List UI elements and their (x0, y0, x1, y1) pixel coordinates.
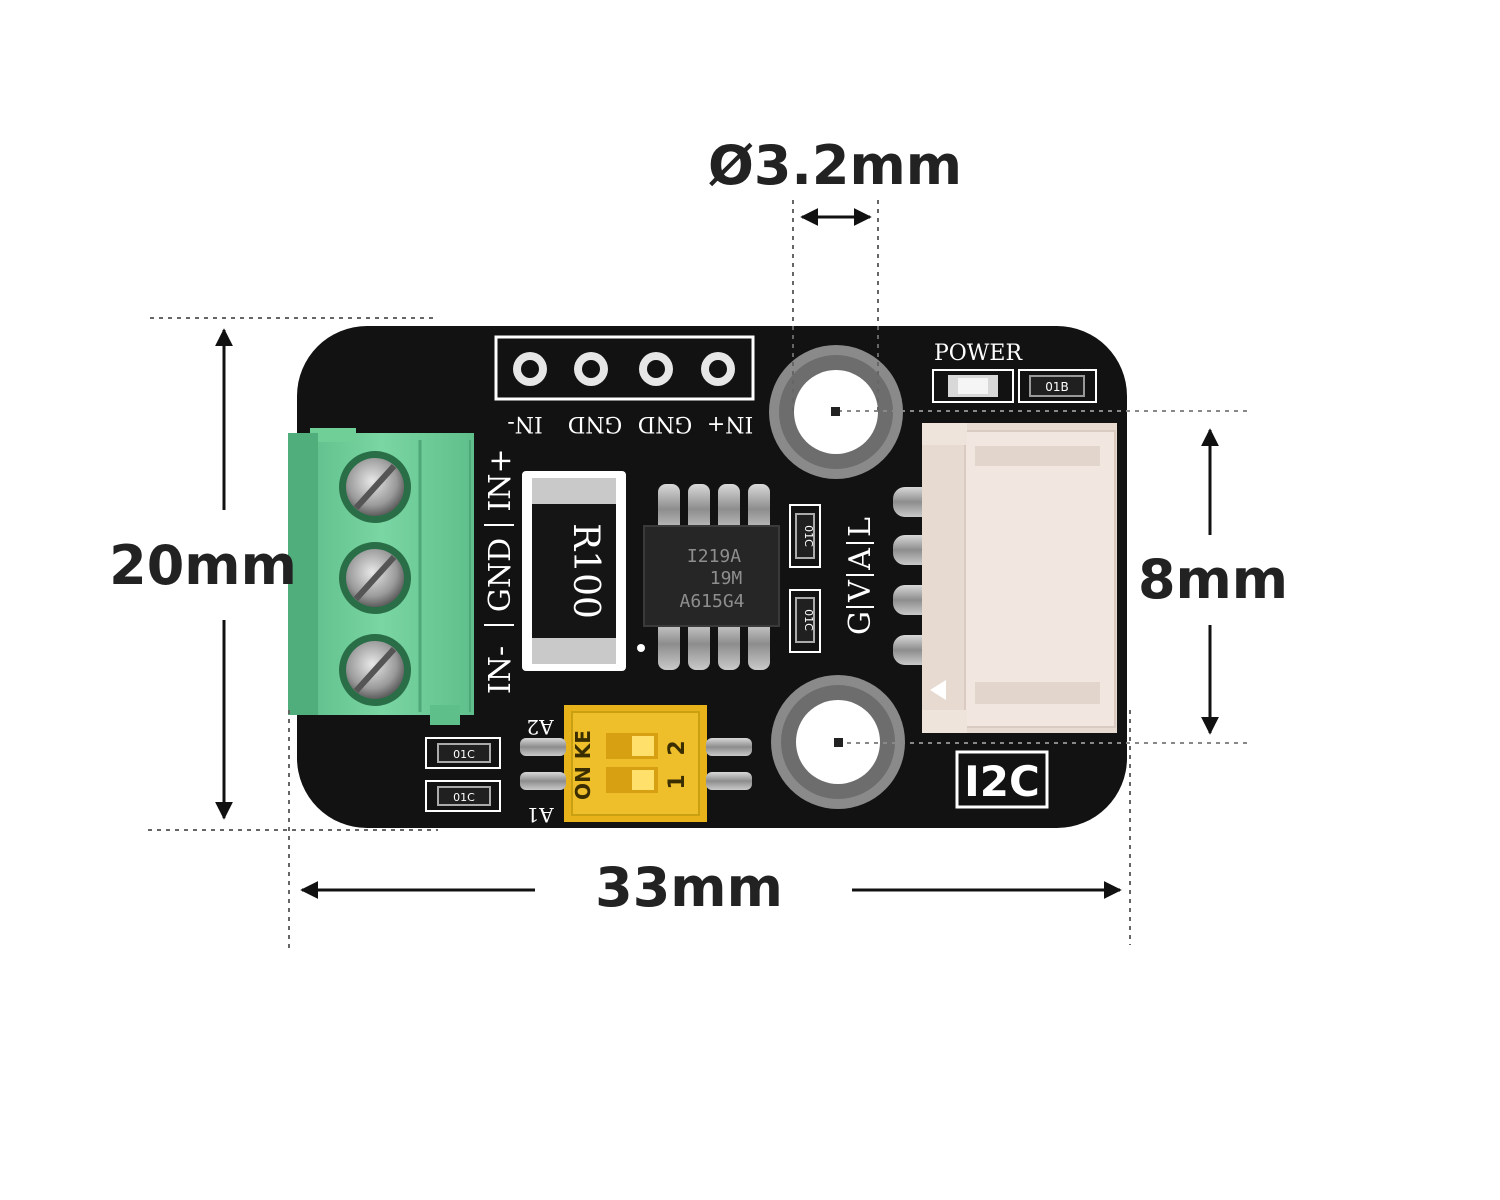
header-label-in-minus: IN- (507, 411, 542, 436)
terminal-label-in-plus: IN+ (483, 448, 518, 511)
header-label-gnd-1: GND (638, 411, 692, 436)
hole-diameter-label: Ø3.2mm (708, 134, 962, 197)
connector-label-v: V (843, 579, 878, 603)
smd-code-left-upper: 01C (453, 748, 475, 761)
smd-code-left-lower: 01C (453, 791, 475, 804)
header-label-in-plus: IN+ (707, 411, 753, 436)
dip-switch-number-1: 1 (665, 774, 690, 789)
shunt-resistor-label: R100 (565, 523, 606, 619)
screw-terminal-block (288, 428, 474, 725)
smd-resistor-left-lower: 01C (425, 780, 501, 812)
connector-label-l: L (843, 517, 878, 537)
ina219-chip: I219A 19M A615G4 (637, 484, 780, 670)
chip-marking-3: A615G4 (679, 591, 744, 612)
hole-center-top (831, 407, 840, 416)
shunt-resistor: R100 (522, 471, 626, 671)
terminal-label-in-minus: IN- (483, 646, 518, 694)
height-label: 20mm (109, 534, 297, 597)
smd-capacitor-lower: 01C (789, 589, 821, 653)
dip-switch-number-2: 2 (665, 740, 690, 755)
header-pin-row: IN+ GND GND IN- (494, 335, 755, 436)
terminal-labels: IN- GND IN+ (483, 448, 518, 694)
header-pin-3 (639, 352, 673, 386)
power-resistor: 01B (1018, 369, 1097, 403)
i2c-label-box: I2C (955, 750, 1049, 809)
terminal-screw-3 (339, 634, 411, 706)
hole-spacing-label: 8mm (1138, 548, 1288, 611)
connector-label-a: A (843, 548, 878, 571)
header-pin-4 (701, 352, 735, 386)
smd-code-lower: 01C (802, 609, 815, 631)
i2c-connector (893, 423, 1117, 733)
width-label: 33mm (595, 856, 783, 919)
terminal-screw-2 (339, 542, 411, 614)
power-led (932, 369, 1014, 403)
smd-resistor-left-upper: 01C (425, 737, 501, 769)
terminal-screw-1 (339, 451, 411, 523)
smd-code-01b: 01B (1045, 380, 1069, 394)
header-pin-2 (574, 352, 608, 386)
dimension-annotations (148, 200, 1250, 950)
chip-marking-2: 19M (710, 568, 743, 589)
connector-pin-labels: G V A L (843, 517, 878, 635)
smd-capacitor-upper: 01C (789, 504, 821, 568)
header-pin-1 (513, 352, 547, 386)
addr-label-a2: A2 (526, 715, 554, 739)
addr-label-a1: A1 (526, 803, 554, 827)
address-dip-switch: ON KE 2 1 A2 A1 (520, 705, 752, 827)
chip-marking-1: I219A (687, 546, 741, 567)
header-label-gnd-2: GND (568, 411, 622, 436)
dip-switch-on-label: ON KE (571, 730, 595, 800)
smd-code-upper: 01C (802, 525, 815, 547)
connector-label-g: G (843, 611, 878, 635)
i2c-label: I2C (964, 757, 1040, 806)
pcb-board: IN+ GND GND IN- POWER 01B (288, 326, 1127, 828)
hole-center-bottom (834, 738, 843, 747)
power-label: POWER (934, 341, 1024, 366)
terminal-label-gnd: GND (483, 538, 518, 612)
